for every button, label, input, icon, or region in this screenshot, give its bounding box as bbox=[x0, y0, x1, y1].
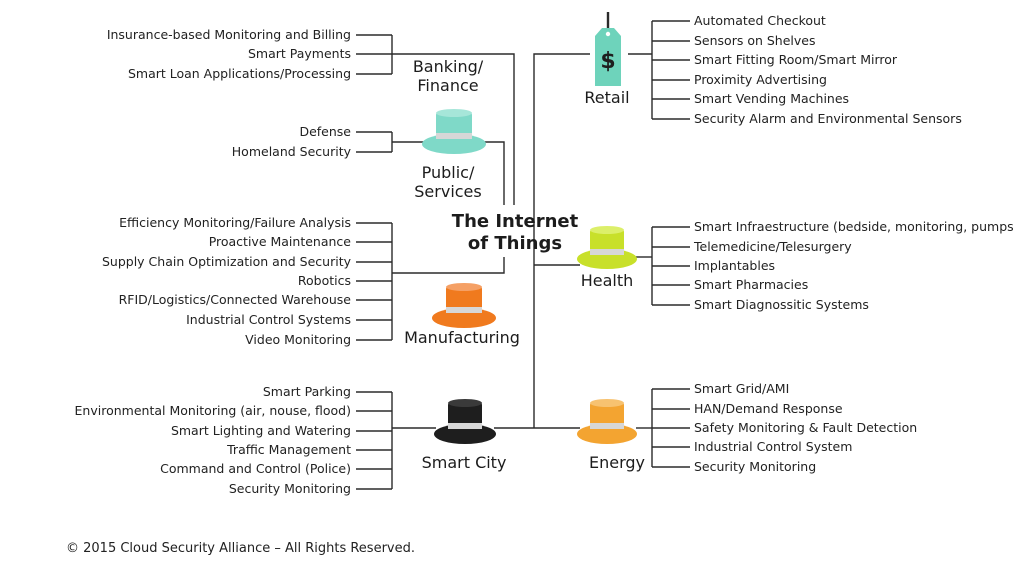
public-item: Homeland Security bbox=[231, 144, 351, 159]
energy-item: HAN/Demand Response bbox=[694, 401, 843, 416]
energy-label: Energy bbox=[588, 453, 645, 472]
banking-label-line1: Banking/ bbox=[412, 57, 484, 76]
energy-item: Security Monitoring bbox=[694, 459, 817, 474]
copyright-notice: © 2015 Cloud Security Alliance – All Rig… bbox=[66, 541, 416, 556]
smartcity-hat-icon bbox=[434, 399, 496, 444]
smartcity-item: Environmental Monitoring (air, nouse, fl… bbox=[74, 403, 351, 418]
center-title-line2: of Things bbox=[467, 233, 563, 254]
manufacturing-item: Supply Chain Optimization and Security bbox=[101, 254, 351, 269]
retail-item: Proximity Advertising bbox=[694, 72, 827, 87]
smartcity-item: Security Monitoring bbox=[228, 481, 351, 496]
public-hat-icon bbox=[422, 109, 486, 154]
banking-item: Insurance-based Monitoring and Billing bbox=[106, 27, 351, 42]
smartcity-item: Smart Parking bbox=[262, 384, 351, 399]
health-item: Smart Diagnossitic Systems bbox=[694, 297, 869, 312]
banking-item: Smart Loan Applications/Processing bbox=[127, 66, 351, 81]
health-label: Health bbox=[580, 271, 634, 290]
dollar-sign: $ bbox=[600, 49, 615, 74]
retail-item: Smart Fitting Room/Smart Mirror bbox=[694, 52, 898, 67]
smartcity-item: Command and Control (Police) bbox=[160, 461, 351, 476]
health-hat-icon bbox=[577, 226, 637, 269]
banking-label-line2: Finance bbox=[417, 76, 479, 95]
banking-label: Banking/ Finance bbox=[400, 57, 496, 95]
energy-item: Industrial Control System bbox=[694, 439, 853, 454]
retail-item: Automated Checkout bbox=[694, 13, 826, 28]
health-item: Telemedicine/Telesurgery bbox=[694, 239, 852, 254]
public-label-line1: Public/ bbox=[421, 163, 475, 182]
health-item: Smart Pharmacies bbox=[694, 277, 809, 292]
retail-item: Security Alarm and Environmental Sensors bbox=[694, 111, 962, 126]
energy-item: Smart Grid/AMI bbox=[694, 381, 790, 396]
retail-item: Sensors on Shelves bbox=[694, 33, 816, 48]
manufacturing-item: RFID/Logistics/Connected Warehouse bbox=[118, 292, 351, 307]
manufacturing-item: Video Monitoring bbox=[245, 332, 351, 347]
smartcity-item: Traffic Management bbox=[227, 442, 351, 457]
manufacturing-item: Efficiency Monitoring/Failure Analysis bbox=[119, 215, 351, 230]
smartcity-item: Smart Lighting and Watering bbox=[170, 423, 351, 438]
public-label-line2: Services bbox=[414, 182, 482, 201]
manufacturing-label: Manufacturing bbox=[404, 328, 520, 347]
manufacturing-item: Proactive Maintenance bbox=[208, 234, 351, 249]
retail-item: Smart Vending Machines bbox=[694, 91, 850, 106]
health-item: Smart Infraestructure (bedside, monitori… bbox=[694, 219, 1014, 234]
energy-item: Safety Monitoring & Fault Detection bbox=[694, 420, 918, 435]
public-item: Defense bbox=[299, 124, 351, 139]
public-label: Public/ Services bbox=[404, 163, 492, 201]
manufacturing-item: Industrial Control Systems bbox=[186, 312, 351, 327]
health-item: Implantables bbox=[694, 258, 776, 273]
energy-hat-icon bbox=[577, 399, 637, 444]
retail-label: Retail bbox=[584, 88, 630, 107]
manufacturing-item: Robotics bbox=[297, 273, 351, 288]
center-title: The Internet of Things bbox=[440, 211, 590, 255]
manufacturing-hat-icon bbox=[432, 283, 496, 328]
banking-item: Smart Payments bbox=[247, 46, 351, 61]
smartcity-label: Smart City bbox=[421, 453, 507, 472]
retail-price-tag-icon: $ bbox=[595, 12, 621, 86]
center-title-line1: The Internet bbox=[451, 211, 579, 232]
